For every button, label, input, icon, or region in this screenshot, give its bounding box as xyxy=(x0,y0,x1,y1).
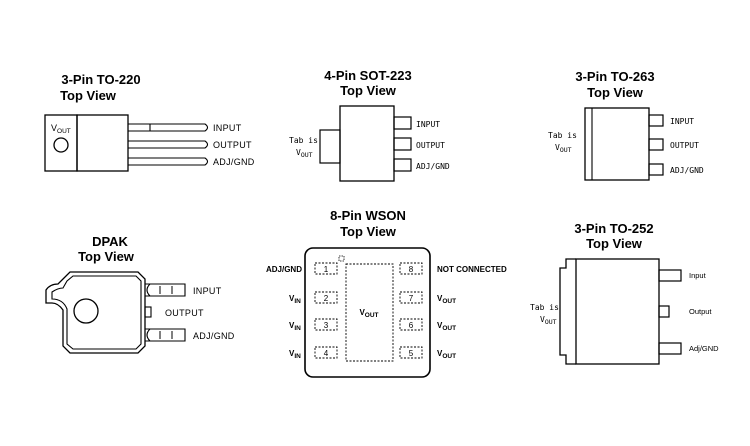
to263-body xyxy=(584,107,650,181)
to252-pin-adj-gnd: Adj/GND xyxy=(689,344,719,353)
to220-pin-input: INPUT xyxy=(213,123,242,133)
sot223-subtitle: Top View xyxy=(340,83,397,98)
wson-pin-4-label: VIN xyxy=(289,349,301,360)
sot223-pin-output: OUTPUT xyxy=(416,141,445,150)
wson-pin-3-label: VIN xyxy=(289,321,301,332)
wson-exposed-pad xyxy=(345,263,394,362)
to252-tab-label-1: Tab is xyxy=(530,303,559,312)
wson-body xyxy=(304,247,431,378)
dpak-pin-input: INPUT xyxy=(193,286,222,296)
sot223-tab xyxy=(319,129,341,164)
sot223-package: 4-Pin SOT-223 Top View Tab is VOUT INPUT… xyxy=(289,68,450,182)
to263-lead-3 xyxy=(648,163,664,176)
sot223-tab-label-1: Tab is xyxy=(289,136,318,145)
dpak-outline xyxy=(45,271,146,354)
sot223-pin-input: INPUT xyxy=(416,120,440,129)
to220-title: 3-Pin TO-220 xyxy=(61,72,140,87)
to263-lead-2 xyxy=(648,138,664,151)
wson-pin-6-label: VOUT xyxy=(437,321,456,332)
wson-pin-5-label: VOUT xyxy=(437,349,456,360)
to263-tab-label-1: Tab is xyxy=(548,131,577,140)
wson-pad-3: 3 xyxy=(314,318,338,331)
dpak-inner-outline xyxy=(51,275,142,350)
to220-package: 3-Pin TO-220 Top View VOUT INPUT OUTPUT … xyxy=(44,72,255,172)
svg-text:4: 4 xyxy=(324,349,329,358)
wson-pin-7-label: VOUT xyxy=(437,294,456,305)
wson-title: 8-Pin WSON xyxy=(330,208,406,223)
to220-subtitle: Top View xyxy=(60,88,117,103)
to263-lead-1 xyxy=(648,114,664,127)
to252-pin-output: Output xyxy=(689,307,712,316)
wson-pad-label: VOUT xyxy=(359,308,378,319)
svg-text:2: 2 xyxy=(324,294,329,303)
to252-title: 3-Pin TO-252 xyxy=(574,221,653,236)
wson-pad-1: 1 xyxy=(314,262,338,275)
to220-pin-output: OUTPUT xyxy=(213,140,252,150)
svg-text:3: 3 xyxy=(324,321,329,330)
to252-body xyxy=(575,258,660,365)
dpak-lead-3 xyxy=(145,328,186,342)
to252-lead-2 xyxy=(658,305,670,318)
to220-pin-adj-gnd: ADJ/GND xyxy=(213,157,255,167)
to263-subtitle: Top View xyxy=(587,85,644,100)
to252-tab xyxy=(559,258,576,365)
wson-subtitle: Top View xyxy=(340,224,397,239)
to220-mounting-hole xyxy=(53,137,69,153)
svg-text:1: 1 xyxy=(324,265,329,274)
dpak-package: DPAK Top View INPUT OUTPUT ADJ/GND xyxy=(45,234,235,354)
to252-pin-input: Input xyxy=(689,271,707,280)
to220-body-label: VOUT xyxy=(51,123,71,135)
dpak-lead-2 xyxy=(144,306,152,318)
wson-pad-2: 2 xyxy=(314,291,338,304)
wson-pad-7: 7 xyxy=(399,291,423,304)
dpak-title: DPAK xyxy=(92,234,128,249)
sot223-body xyxy=(339,105,395,182)
to252-lead-1 xyxy=(658,269,682,282)
to263-pin-output: OUTPUT xyxy=(670,141,699,150)
to220-lead-3 xyxy=(128,157,209,166)
wson-pad-5: 5 xyxy=(399,346,423,359)
wson-pad-8: 8 xyxy=(399,262,423,275)
dpak-pin-adj-gnd: ADJ/GND xyxy=(193,331,235,341)
svg-text:6: 6 xyxy=(409,321,414,330)
dpak-subtitle: Top View xyxy=(78,249,135,264)
dpak-pin-output: OUTPUT xyxy=(165,308,204,318)
to220-tab xyxy=(44,114,78,172)
dpak-lead-1 xyxy=(145,283,186,297)
to220-lead-1 xyxy=(128,123,209,132)
to263-pin-input: INPUT xyxy=(670,117,694,126)
to252-tab-label-2: VOUT xyxy=(540,315,557,326)
sot223-lead-2 xyxy=(393,137,412,151)
wson-pin-8-label: NOT CONNECTED xyxy=(437,265,507,274)
to263-package: 3-Pin TO-263 Top View Tab is VOUT INPUT … xyxy=(548,69,704,181)
dpak-mounting-hole xyxy=(73,298,99,324)
sot223-pin-adj-gnd: ADJ/GND xyxy=(416,162,450,171)
to263-title: 3-Pin TO-263 xyxy=(575,69,654,84)
svg-text:7: 7 xyxy=(409,294,414,303)
wson-pin-2-label: VIN xyxy=(289,294,301,305)
wson-pad-4: 4 xyxy=(314,346,338,359)
sot223-tab-label-2: VOUT xyxy=(296,148,313,159)
svg-text:8: 8 xyxy=(409,265,414,274)
to263-tab-label-2: VOUT xyxy=(555,143,572,154)
wson-package: 8-Pin WSON Top View VOUT 1 2 3 4 8 xyxy=(266,208,507,378)
svg-text:5: 5 xyxy=(409,349,414,358)
wson-pin-1-label: ADJ/GND xyxy=(266,265,302,274)
sot223-title: 4-Pin SOT-223 xyxy=(324,68,411,83)
sot223-lead-1 xyxy=(393,116,412,130)
to252-subtitle: Top View xyxy=(586,236,643,251)
to220-lead-2 xyxy=(128,140,209,149)
wson-pin1-marker xyxy=(338,255,345,262)
to220-body xyxy=(76,114,129,172)
to252-package: 3-Pin TO-252 Top View Tab is VOUT Input … xyxy=(530,221,719,365)
sot223-lead-3 xyxy=(393,158,412,172)
wson-pad-6: 6 xyxy=(399,318,423,331)
to252-lead-3 xyxy=(658,342,682,355)
to263-pin-adj-gnd: ADJ/GND xyxy=(670,166,704,175)
